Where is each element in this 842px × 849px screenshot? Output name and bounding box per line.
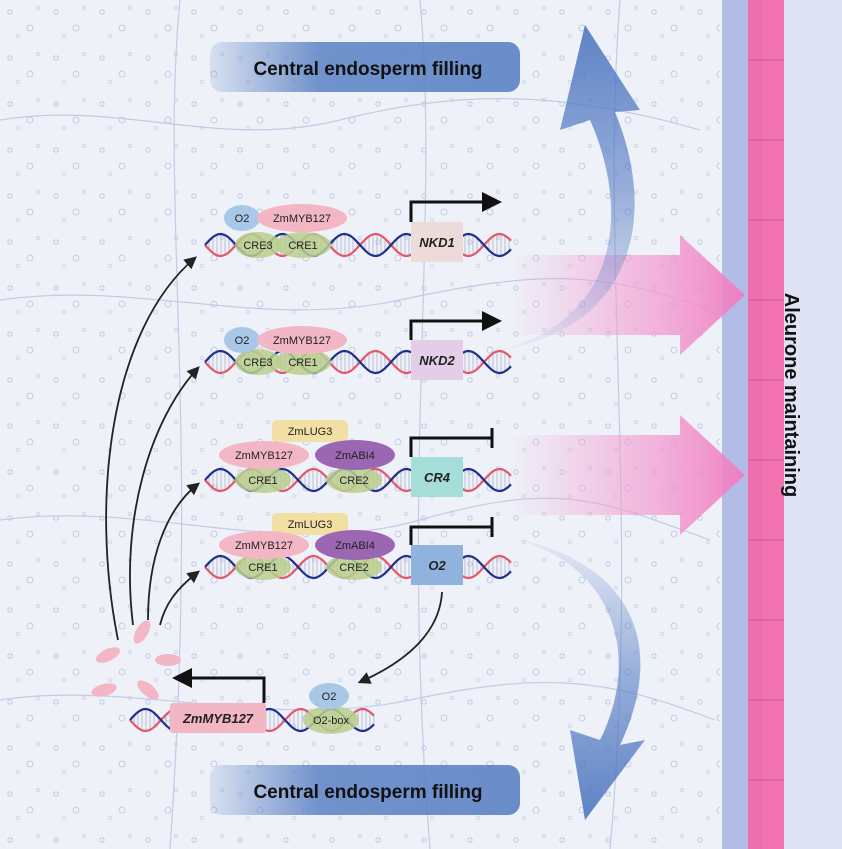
zmlug3-factor-1: [272, 420, 348, 442]
cre3-label-1: CRE3: [243, 240, 272, 252]
zmlug3-label-1: ZmLUG3: [288, 426, 333, 438]
module-o2: ZmLUG3 CRE1 CRE2 ZmMYB127 ZmABI4 O2: [219, 513, 494, 585]
o2box-label: O2-box: [313, 715, 350, 727]
zmmyb127-label-2: ZmMYB127: [273, 335, 331, 347]
cre3-label-2: CRE3: [243, 357, 272, 369]
module-nkd1: CRE3 CRE1 O2 ZmMYB127 NKD1: [224, 192, 502, 262]
cr4-gene-label: CR4: [424, 470, 451, 485]
cre2-box-1: [326, 467, 382, 493]
nkd2-arrowhead: [482, 311, 502, 331]
zmabi4-label-1: ZmABI4: [335, 450, 375, 462]
o2-repression-line: [409, 525, 492, 545]
arrow-to-o2: [159, 570, 200, 626]
zmmyb127-factor-2: [257, 326, 347, 354]
zmabi4-factor-2: [315, 530, 395, 560]
cre1-box-3: [235, 467, 291, 493]
o2-factor-2: [224, 327, 260, 353]
zmmyb127-factor-4: [219, 531, 309, 559]
blue-arrow-down: [500, 535, 645, 820]
zmabi4-label-2: ZmABI4: [335, 540, 375, 552]
zmmyb127-label-3: ZmMYB127: [235, 450, 293, 462]
o2-factor-feedback: [309, 683, 349, 709]
zmmyb127-arrowhead: [172, 668, 192, 688]
cr4-repression-line: [409, 436, 492, 457]
arrow-to-nkd1: [105, 256, 197, 641]
pink-arrow-aleurone-2: [510, 415, 745, 535]
nkd1-arrowhead: [482, 192, 502, 212]
module-nkd2: CRE3 CRE1 O2 ZmMYB127 NKD2: [224, 311, 502, 380]
zmmyb127-gene-box: [170, 703, 266, 733]
bottom-banner: [210, 765, 520, 815]
cre1-box-4: [235, 554, 291, 580]
o2-factor-feedback-label: O2: [322, 691, 337, 703]
zmmyb127-protein-burst: [91, 620, 181, 700]
zmlug3-factor-2: [272, 513, 348, 535]
o2box-element: [303, 706, 359, 734]
cre1-label-2: CRE1: [288, 357, 317, 369]
nkd2-activation-arrow: [409, 319, 485, 340]
nkd1-activation-arrow: [409, 200, 485, 222]
cre1-box-2: [275, 349, 331, 375]
regulatory-arrows: [105, 256, 443, 684]
zmabi4-factor-1: [315, 440, 395, 470]
zmmyb127-label-1: ZmMYB127: [273, 213, 331, 225]
cre1-label-1: CRE1: [288, 240, 317, 252]
nkd2-gene-label: NKD2: [419, 353, 455, 368]
top-banner: [210, 42, 520, 92]
top-banner-text: Central endosperm filling: [253, 59, 482, 80]
cre1-box-1: [275, 232, 331, 258]
o2-factor-1: [224, 205, 260, 231]
zmmyb127-factor-3: [219, 441, 309, 469]
arrow-to-cr4: [147, 482, 200, 621]
cre1-label-4: CRE1: [248, 562, 277, 574]
aleurone-label: Aleurone maintaining: [780, 293, 802, 497]
o2-gene-label: O2: [428, 558, 446, 573]
zmmyb127-factor-1: [257, 204, 347, 232]
module-cr4: ZmLUG3 CRE1 CRE2 ZmMYB127 ZmABI4 CR4: [219, 420, 494, 497]
nkd2-gene-box: [411, 340, 463, 380]
zmlug3-label-2: ZmLUG3: [288, 519, 333, 531]
zmmyb127-promoter-arrow: [190, 676, 266, 703]
o2-gene-box: [411, 545, 463, 585]
zmmyb127-gene-label: ZmMYB127: [182, 711, 254, 726]
module-zmmyb127: O2-box O2 ZmMYB127: [170, 668, 359, 734]
cre2-label-2: CRE2: [339, 562, 368, 574]
cre2-label-1: CRE2: [339, 475, 368, 487]
aleurone-layer: [722, 0, 842, 849]
nkd1-gene-label: NKD1: [419, 235, 454, 250]
zmmyb127-label-4: ZmMYB127: [235, 540, 293, 552]
nkd1-gene-box: [411, 222, 463, 262]
o2-label-1: O2: [235, 213, 250, 225]
cr4-gene-box: [411, 457, 463, 497]
cre3-box-2: [235, 349, 281, 375]
arrow-o2-to-feedback: [357, 591, 443, 684]
cre2-box-2: [326, 554, 382, 580]
bottom-banner-text: Central endosperm filling: [253, 782, 482, 803]
arrow-to-nkd2: [129, 366, 200, 626]
cre1-label-3: CRE1: [248, 475, 277, 487]
cre3-box-1: [235, 232, 281, 258]
o2-label-2: O2: [235, 335, 250, 347]
blue-arrow-up: [500, 25, 640, 350]
